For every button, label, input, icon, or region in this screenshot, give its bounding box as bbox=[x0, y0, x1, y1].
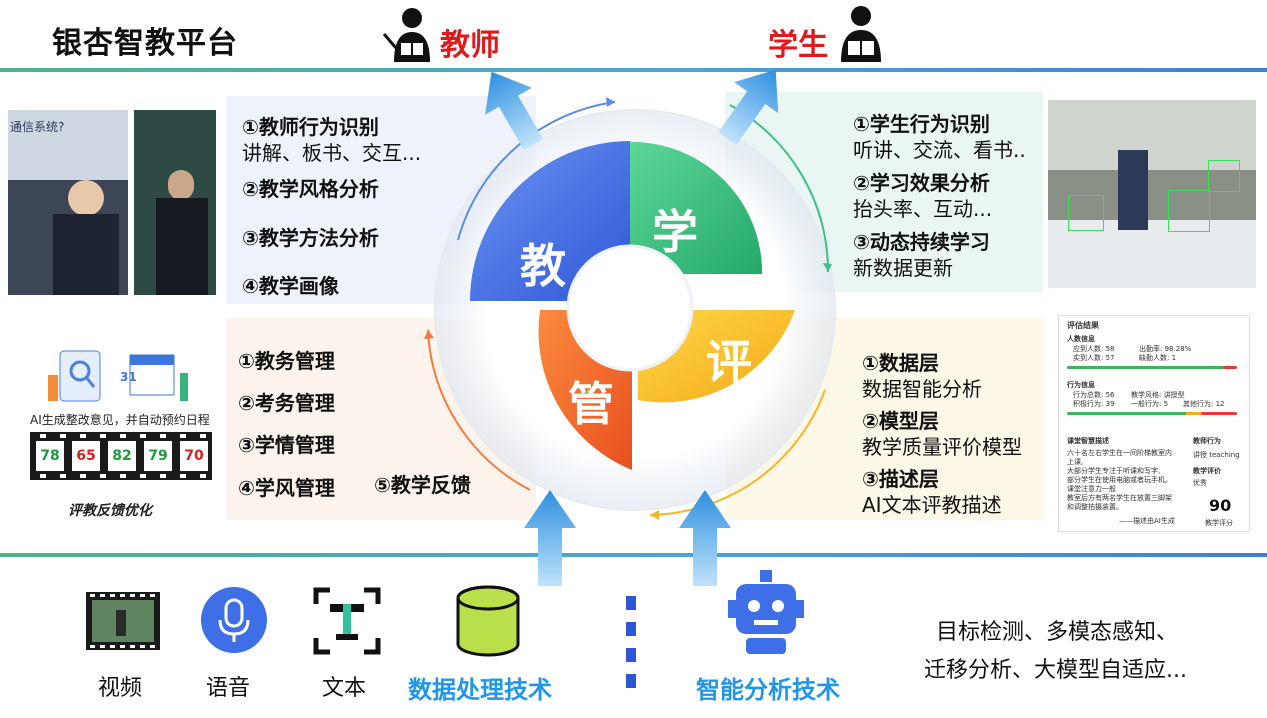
eval-actual: 实到人数: 57 bbox=[1073, 354, 1115, 362]
teacher-photo-1: 通信系统? bbox=[8, 110, 128, 295]
eval-desc-text: 六十名左右学生在一间阶梯教室内上课, 大部分学生专注于听课和写字, 部分学生在使… bbox=[1067, 449, 1172, 511]
data-tech-label: 数据处理技术 bbox=[408, 676, 552, 704]
eval-desc-title: 课堂智慧描述 bbox=[1067, 437, 1109, 445]
eval-other: 其他行为: 12 bbox=[1183, 400, 1225, 408]
microphone-icon bbox=[201, 587, 267, 653]
learn-petal bbox=[630, 141, 763, 274]
student-reading-icon bbox=[841, 6, 881, 62]
management-item-2: ②考务管理 bbox=[238, 391, 335, 415]
management-item-4: ④学风管理 bbox=[238, 476, 335, 500]
teacher-label: 教师 bbox=[440, 28, 500, 63]
feedback-caption: 评教反馈优化 bbox=[68, 503, 152, 519]
score-1: 78 bbox=[36, 441, 64, 471]
eval-section-behavior: 行为信息 bbox=[1067, 381, 1095, 389]
eval-desc-footer: ——描述由AI生成 bbox=[1119, 517, 1175, 525]
score-filmstrip: 78 65 82 79 70 bbox=[30, 432, 212, 480]
score-3: 82 bbox=[108, 441, 136, 471]
dashed-separator bbox=[626, 596, 636, 688]
eval-attendance: 出勤率: 98.28% bbox=[1139, 345, 1192, 353]
score-5: 70 bbox=[180, 441, 208, 471]
student-item-1: ①学生行为识别听讲、交流、看书.. bbox=[853, 112, 1026, 162]
eval-main-behavior: 讲授 teaching bbox=[1193, 451, 1240, 459]
eval-card-title: 评估结果 bbox=[1067, 321, 1099, 330]
teacher-item-4: ④教学画像 bbox=[242, 274, 339, 298]
teacher-reading-icon bbox=[382, 8, 430, 62]
eval-grade: 优秀 bbox=[1193, 479, 1207, 487]
teacher-item-1: ①教师行为识别讲解、板书、交互... bbox=[242, 115, 422, 165]
management-item-5: ⑤教学反馈 bbox=[374, 473, 471, 497]
management-item-1: ①教务管理 bbox=[238, 349, 335, 373]
ai-caption: AI生成整改意见，并自动预约日程 bbox=[30, 413, 210, 427]
ai-scheduling-illustration bbox=[48, 350, 188, 402]
eval-item-1: ①数据层数据智能分析 bbox=[862, 351, 982, 401]
ai-up-arrow bbox=[679, 490, 731, 586]
text-icon bbox=[313, 587, 381, 655]
eval-general: 一般行为: 5 bbox=[1131, 400, 1169, 408]
management-item-3: ③学情管理 bbox=[238, 433, 335, 457]
evaluation-result-card: 评估结果 人数信息 应到人数: 58 出勤率: 98.28% 实到人数: 57 … bbox=[1058, 315, 1250, 532]
eval-behavior-total: 行为总数: 56 bbox=[1073, 391, 1115, 399]
voice-label: 语音 bbox=[206, 676, 251, 701]
teacher-item-3: ③教学方法分析 bbox=[242, 226, 379, 250]
eval-due: 应到人数: 58 bbox=[1073, 345, 1115, 353]
eval-style: 教学风格: 讲授型 bbox=[1131, 391, 1185, 399]
manage-char: 管 bbox=[568, 377, 614, 431]
eval-grade-label: 教学评价 bbox=[1193, 467, 1221, 475]
page-title: 银杏智教平台 bbox=[52, 26, 238, 61]
student-label: 学生 bbox=[768, 28, 828, 63]
eval-score-label: 教学评分 bbox=[1205, 519, 1233, 527]
student-item-2: ②学习效果分析抬头率、互动... bbox=[853, 171, 993, 221]
eval-active: 积极行为: 39 bbox=[1073, 400, 1115, 408]
tech-list-line-1: 目标检测、多模态感知、 bbox=[936, 620, 1179, 645]
student-item-3: ③动态持续学习新数据更新 bbox=[853, 230, 990, 280]
score-4: 79 bbox=[144, 441, 172, 471]
bottom-divider bbox=[0, 553, 1267, 557]
teach-char: 教 bbox=[520, 239, 566, 293]
video-filmstrip-icon bbox=[86, 592, 160, 650]
teacher-item-2: ②教学风格分析 bbox=[242, 177, 379, 201]
tech-list-line-2: 迁移分析、大模型自适应... bbox=[924, 658, 1187, 683]
database-icon bbox=[456, 585, 520, 657]
text-label: 文本 bbox=[322, 676, 367, 701]
score-2: 65 bbox=[72, 441, 100, 471]
robot-icon bbox=[728, 570, 804, 654]
classroom-photo bbox=[1048, 100, 1256, 288]
teacher-up-arrow bbox=[485, 71, 544, 151]
learn-char: 学 bbox=[652, 205, 698, 259]
eval-item-2: ②模型层教学质量评价模型 bbox=[862, 409, 1022, 459]
ai-tech-label: 智能分析技术 bbox=[696, 676, 840, 704]
calendar-day: 31 bbox=[120, 370, 137, 384]
video-label: 视频 bbox=[98, 676, 143, 701]
top-divider bbox=[0, 68, 1267, 72]
eval-absent: 缺勤人数: 1 bbox=[1139, 354, 1177, 362]
eval-main-behavior-label: 教师行为 bbox=[1193, 437, 1221, 445]
evaluate-char: 评 bbox=[706, 335, 752, 389]
attendance-bar bbox=[1067, 366, 1237, 369]
eval-section-people: 人数信息 bbox=[1067, 335, 1095, 343]
center-wheel bbox=[424, 97, 836, 520]
eval-score: 90 bbox=[1209, 496, 1232, 515]
teacher-photo-2 bbox=[134, 110, 216, 295]
student-up-arrow bbox=[718, 69, 779, 145]
data-up-arrow bbox=[524, 490, 576, 586]
behavior-bar bbox=[1067, 412, 1237, 415]
